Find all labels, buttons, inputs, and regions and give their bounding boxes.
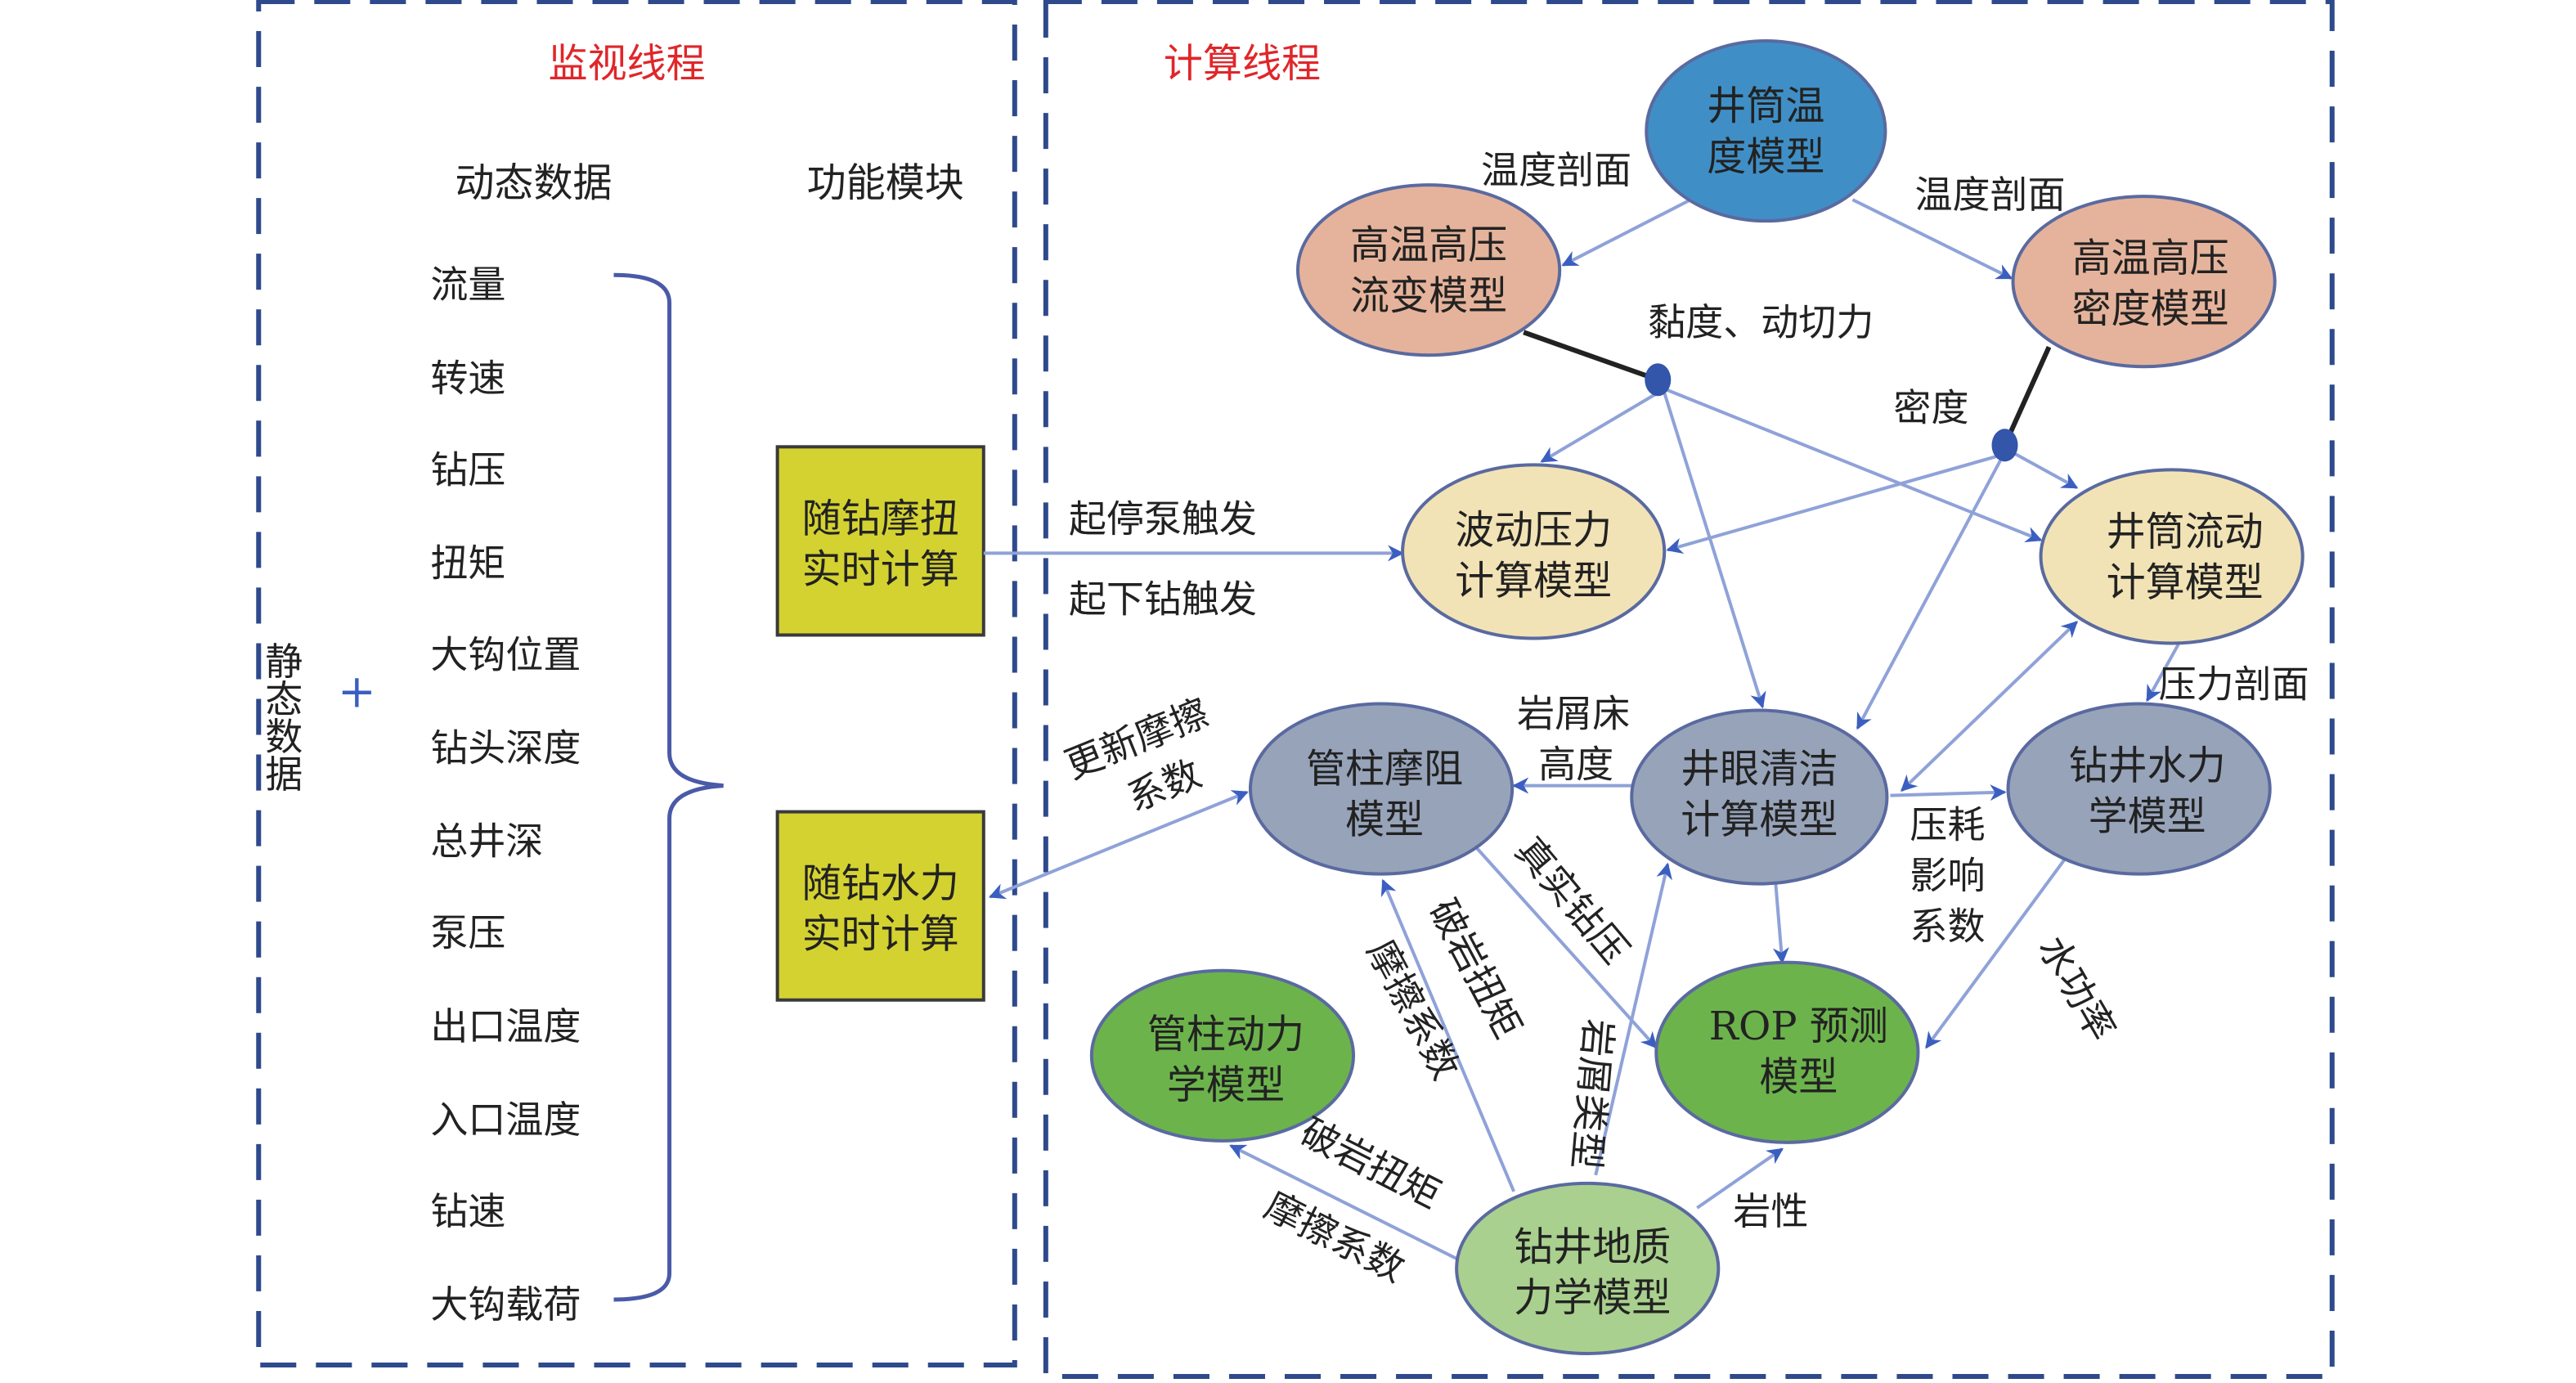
brace: [613, 272, 724, 1302]
edge-label: 高度: [1538, 743, 1613, 787]
dynamic-data-list: 流量 转速 钻压 扭矩 大钩位置 钻头深度 总井深 泵压 出口温度 入口温度 钻…: [430, 263, 581, 1327]
drag-torque-module: [775, 445, 985, 637]
node-geomechanics: 钻井地质 力学模型: [1455, 1181, 1721, 1355]
node-label: 管柱动力: [1147, 1012, 1304, 1057]
hydraulics-module-line1: 随钻水力: [802, 861, 959, 907]
edge-label: 温度剖面: [1914, 173, 2065, 217]
node-drilling-hydraulics: 钻井水力 学模型: [2006, 702, 2272, 876]
node-label: 高温高压: [1350, 222, 1507, 268]
list-item: 泵压: [430, 911, 505, 955]
node-wellbore-temperature: 井筒温 度模型: [1645, 39, 1887, 223]
node-label: 波动压力: [1455, 507, 1612, 553]
list-item: 钻压: [430, 447, 505, 492]
list-item: 扭矩: [430, 541, 505, 585]
edge-label: 真实钻压: [1507, 828, 1638, 972]
node-surge-pressure: 波动压力 计算模型: [1401, 463, 1667, 640]
node-label: 度模型: [1707, 134, 1824, 180]
edge-label: 压力剖面: [2159, 662, 2309, 707]
list-item: 大钩位置: [430, 632, 581, 676]
edge-label: 岩屑床: [1517, 692, 1630, 736]
compute-thread-frame: [1043, 0, 2335, 1379]
node-label: 学模型: [1167, 1062, 1285, 1108]
edges: [983, 195, 2182, 1262]
node-label: 井眼清洁: [1681, 747, 1838, 793]
node-label: 模型: [1759, 1054, 1838, 1100]
dynamic-data-header: 动态数据: [455, 160, 612, 206]
node-label: 计算模型: [2107, 559, 2264, 605]
node-wellbore-flow: 井筒流动 计算模型: [2039, 468, 2304, 645]
hydraulics-module: [775, 810, 985, 1002]
node-label: 井筒流动: [2107, 509, 2264, 555]
edge-label: 破岩扭矩: [1294, 1110, 1448, 1218]
drag-torque-module-line1: 随钻摩扭: [802, 496, 959, 541]
list-item: 大钩载荷: [430, 1282, 581, 1327]
node-label: ROP 预测: [1709, 1004, 1888, 1049]
node-label: 管柱摩阻: [1306, 747, 1463, 793]
edge-label: 压耗: [1910, 803, 1985, 847]
edge-label: 影响: [1910, 854, 1985, 898]
node-rop-prediction: ROP 预测 模型: [1654, 960, 1920, 1144]
node-label: 高温高压: [2072, 236, 2229, 281]
list-item: 入口温度: [430, 1098, 581, 1142]
edge-label: 起停泵触发: [1069, 496, 1257, 541]
node-label: 井筒温: [1707, 83, 1824, 129]
node-label: 计算模型: [1455, 558, 1612, 604]
node-label: 流变模型: [1350, 273, 1507, 319]
node-string-dynamics: 管柱动力 学模型: [1089, 968, 1356, 1143]
density-junction-dot: [1991, 429, 2018, 462]
list-item: 钻速: [430, 1189, 505, 1233]
list-item: 钻头深度: [430, 726, 581, 770]
node-string-drag: 管柱摩阻 模型: [1248, 702, 1515, 876]
list-item: 出口温度: [430, 1004, 581, 1048]
list-item: 流量: [430, 263, 505, 307]
node-label: 钻井水力: [2069, 743, 2226, 789]
node-label: 模型: [1345, 797, 1424, 843]
hydraulics-module-line2: 实时计算: [802, 912, 959, 958]
edge-label: 密度: [1893, 385, 1968, 429]
edge-label: 系数: [1910, 905, 1985, 949]
node-label: 力学模型: [1514, 1275, 1671, 1321]
edge-label: 温度剖面: [1481, 148, 1631, 192]
node-hole-cleaning: 井眼清洁 计算模型: [1630, 708, 1889, 886]
viscosity-junction-dot: [1645, 363, 1672, 397]
edge-label: 岩屑类型: [1564, 1017, 1621, 1171]
node-label: 计算模型: [1681, 797, 1838, 843]
edge-label: 岩性: [1733, 1189, 1808, 1233]
edge-label: 水功率: [2030, 928, 2125, 1048]
node-label: 钻井地质: [1514, 1224, 1671, 1270]
edge-label: 黏度、动切力: [1648, 300, 1874, 344]
edge-label: 起下钻触发: [1069, 577, 1257, 621]
monitor-thread-title: 监视线程: [548, 41, 705, 87]
plus-sign: +: [338, 666, 376, 719]
node-label: 密度模型: [2072, 286, 2229, 332]
drag-torque-module-line2: 实时计算: [802, 546, 959, 592]
node-label: 学模型: [2089, 794, 2206, 840]
compute-thread-title: 计算线程: [1164, 41, 1321, 87]
list-item: 总井深: [430, 819, 543, 864]
function-module-header: 功能模块: [807, 160, 964, 206]
node-hthp-rheology: 高温高压 流变模型: [1296, 183, 1562, 357]
static-data-label: 静态数据: [259, 641, 303, 792]
node-hthp-density: 高温高压 密度模型: [2011, 195, 2277, 369]
list-item: 转速: [430, 356, 505, 400]
